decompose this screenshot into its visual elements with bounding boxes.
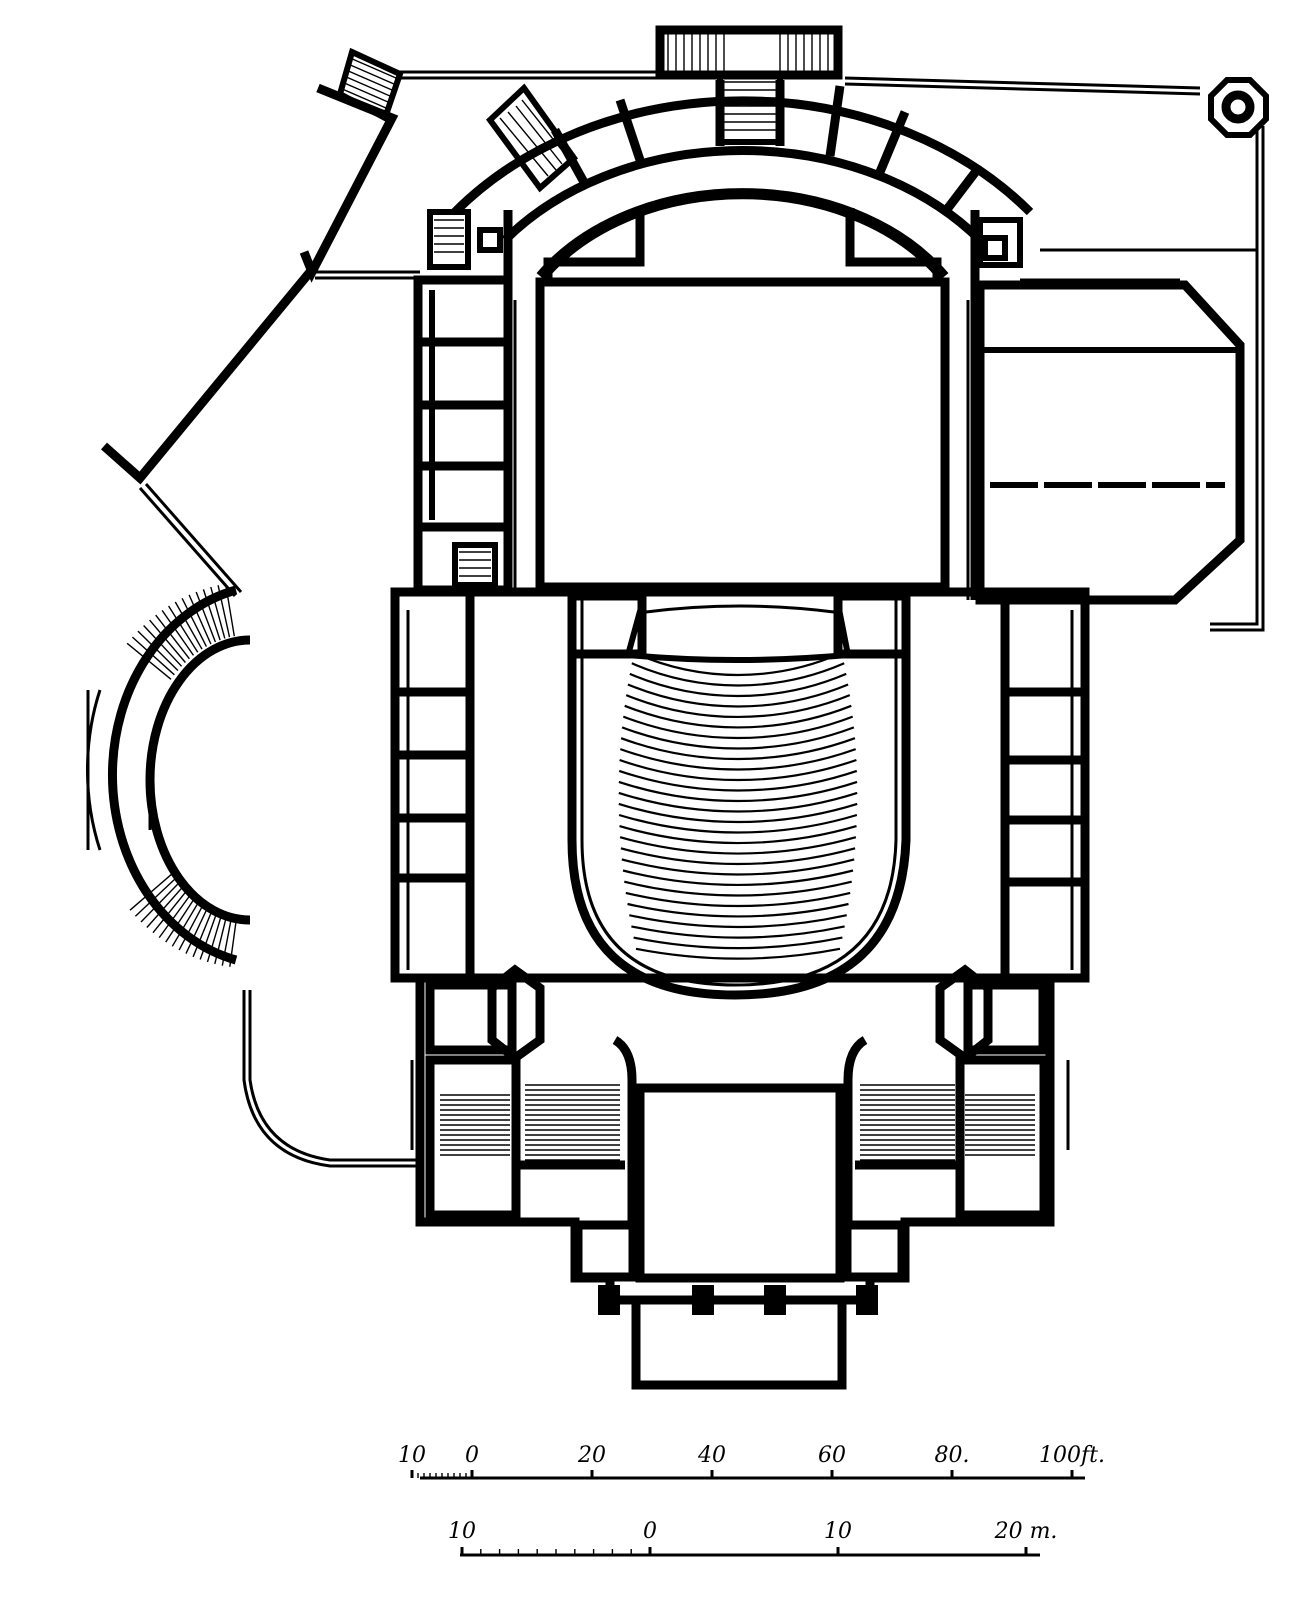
stair-tread bbox=[185, 904, 210, 954]
seat-row bbox=[618, 802, 858, 823]
seat-row bbox=[620, 737, 856, 761]
scale-meters-labels: 10 0 10 20 m. bbox=[448, 1519, 1057, 1555]
scale-label: 40 bbox=[697, 1443, 726, 1468]
scale-label: 20 bbox=[577, 1443, 606, 1468]
stair-tread bbox=[214, 912, 229, 965]
stair-tread bbox=[210, 586, 226, 639]
scale-label: 10 bbox=[448, 1519, 476, 1544]
corner-tower bbox=[1208, 77, 1269, 138]
scale-label: 100ft. bbox=[1039, 1443, 1105, 1468]
scale-label: 60 bbox=[818, 1443, 846, 1468]
seat-row bbox=[622, 715, 854, 740]
stair-tread bbox=[158, 892, 193, 939]
seat-row bbox=[618, 813, 858, 834]
stair-tread bbox=[188, 594, 212, 645]
seat-row bbox=[622, 869, 854, 886]
seat-row bbox=[629, 672, 847, 698]
stair-tread bbox=[126, 642, 172, 680]
seat-row bbox=[629, 914, 847, 929]
scale-label: 0 bbox=[465, 1443, 479, 1468]
stair-tread bbox=[168, 605, 199, 653]
seat-row bbox=[635, 947, 841, 960]
west-curved-stairs bbox=[85, 583, 251, 967]
stair-tread bbox=[149, 619, 186, 663]
seat-row bbox=[633, 936, 843, 950]
seat-row bbox=[624, 880, 852, 897]
seat-row bbox=[621, 726, 855, 750]
northwest-garden-stair bbox=[336, 47, 404, 123]
stair-tread bbox=[221, 913, 233, 966]
stair-tread bbox=[181, 597, 208, 647]
stair-tread bbox=[178, 901, 206, 951]
scale-label: 80. bbox=[935, 1443, 970, 1468]
stair-tread bbox=[199, 908, 219, 960]
stair-tread bbox=[206, 910, 224, 963]
scale-label: 10 bbox=[398, 1443, 426, 1468]
auditorium-seating bbox=[618, 651, 858, 960]
stage-house bbox=[503, 208, 980, 600]
scale-bar-meters: 10 0 10 20 m. bbox=[448, 1519, 1057, 1557]
stair-tread bbox=[174, 601, 203, 650]
seat-row bbox=[627, 902, 849, 918]
seat-row bbox=[619, 758, 857, 782]
south-entrance-block bbox=[410, 964, 1070, 1390]
seat-row bbox=[618, 780, 858, 803]
scale-label: 10 bbox=[824, 1519, 852, 1544]
stair-tread bbox=[165, 896, 197, 943]
stair-tread bbox=[152, 889, 189, 934]
stair-tread bbox=[131, 636, 175, 676]
seat-row bbox=[625, 891, 851, 908]
stair-tread bbox=[129, 872, 174, 911]
stair-tread bbox=[202, 589, 221, 641]
seat-row bbox=[633, 651, 843, 676]
west-stair-treads bbox=[126, 583, 238, 967]
seat-row bbox=[618, 769, 858, 792]
scale-label: 20 m. bbox=[994, 1519, 1058, 1544]
stair-tread bbox=[134, 877, 177, 917]
scale-bar-feet: 10 0 20 40 60 80. 100ft. bbox=[398, 1443, 1105, 1480]
seat-row bbox=[624, 704, 852, 729]
seat-row bbox=[619, 836, 857, 855]
vestibule-stair-treads bbox=[440, 1084, 1035, 1161]
stair-tread bbox=[155, 614, 190, 660]
auditorium-block bbox=[390, 587, 1090, 1000]
stair-tread bbox=[192, 906, 215, 958]
stair-tread bbox=[171, 899, 201, 947]
seat-row bbox=[625, 694, 851, 719]
scale-label: 0 bbox=[643, 1519, 657, 1544]
east-scenery-store bbox=[975, 278, 1245, 605]
stair-tread bbox=[229, 914, 238, 967]
north-apse-wing bbox=[427, 25, 1034, 279]
stair-tread bbox=[217, 585, 231, 638]
stair-tread bbox=[137, 630, 179, 671]
seat-row bbox=[631, 925, 845, 939]
stair-tread bbox=[224, 583, 235, 637]
seat-row bbox=[620, 847, 856, 866]
west-dressing-rooms bbox=[413, 275, 513, 595]
stair-tread bbox=[161, 609, 195, 656]
seat-row bbox=[619, 825, 857, 845]
scale-feet-labels: 10 0 20 40 60 80. 100ft. bbox=[398, 1443, 1105, 1478]
stair-tread bbox=[143, 625, 183, 667]
stair-tread bbox=[146, 885, 185, 928]
stair-tread bbox=[140, 881, 181, 923]
seat-row bbox=[627, 683, 849, 708]
seat-row bbox=[618, 791, 858, 813]
seat-row bbox=[621, 858, 855, 876]
stair-tread bbox=[195, 591, 217, 643]
seat-row bbox=[631, 662, 845, 687]
seat-row bbox=[619, 748, 857, 771]
